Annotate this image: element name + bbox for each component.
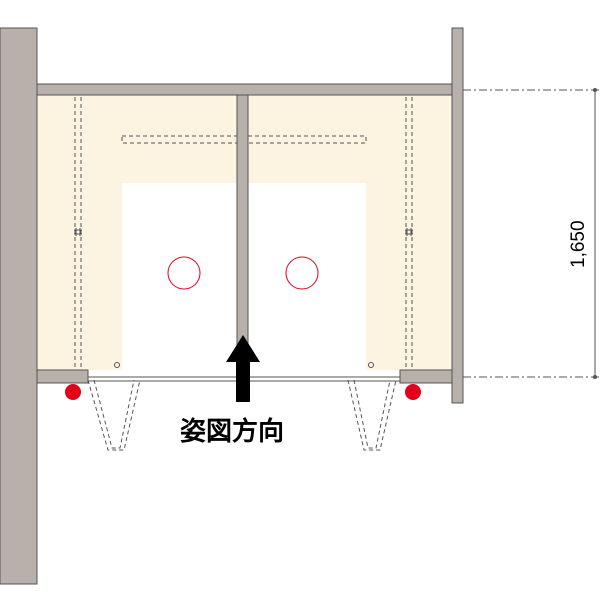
fixture-left [167, 256, 201, 290]
top-wall [36, 83, 453, 96]
dimension-label: 1,650 [568, 220, 589, 268]
hinge-marks [74, 228, 413, 368]
fixture-right [285, 256, 319, 290]
dimension-line [463, 89, 600, 378]
walls [0, 27, 464, 585]
bottom-wall-right [399, 369, 453, 384]
right-door-swing [347, 379, 397, 451]
center-partition [236, 94, 249, 371]
fixture-circles [167, 256, 319, 290]
marker-right [405, 384, 421, 400]
left-wall [0, 27, 38, 585]
cabinet-area [37, 95, 452, 370]
cabinet-left [37, 95, 237, 370]
right-wall [451, 27, 464, 404]
view-direction-arrow [226, 335, 260, 402]
cabinet-right [248, 95, 452, 370]
marker-left [65, 384, 81, 400]
view-direction-label: 姿図方向 [180, 416, 284, 447]
dimension-ticks [593, 88, 597, 379]
bottom-wall-left [36, 369, 89, 384]
red-markers [65, 384, 421, 400]
left-door-swing [87, 379, 141, 451]
